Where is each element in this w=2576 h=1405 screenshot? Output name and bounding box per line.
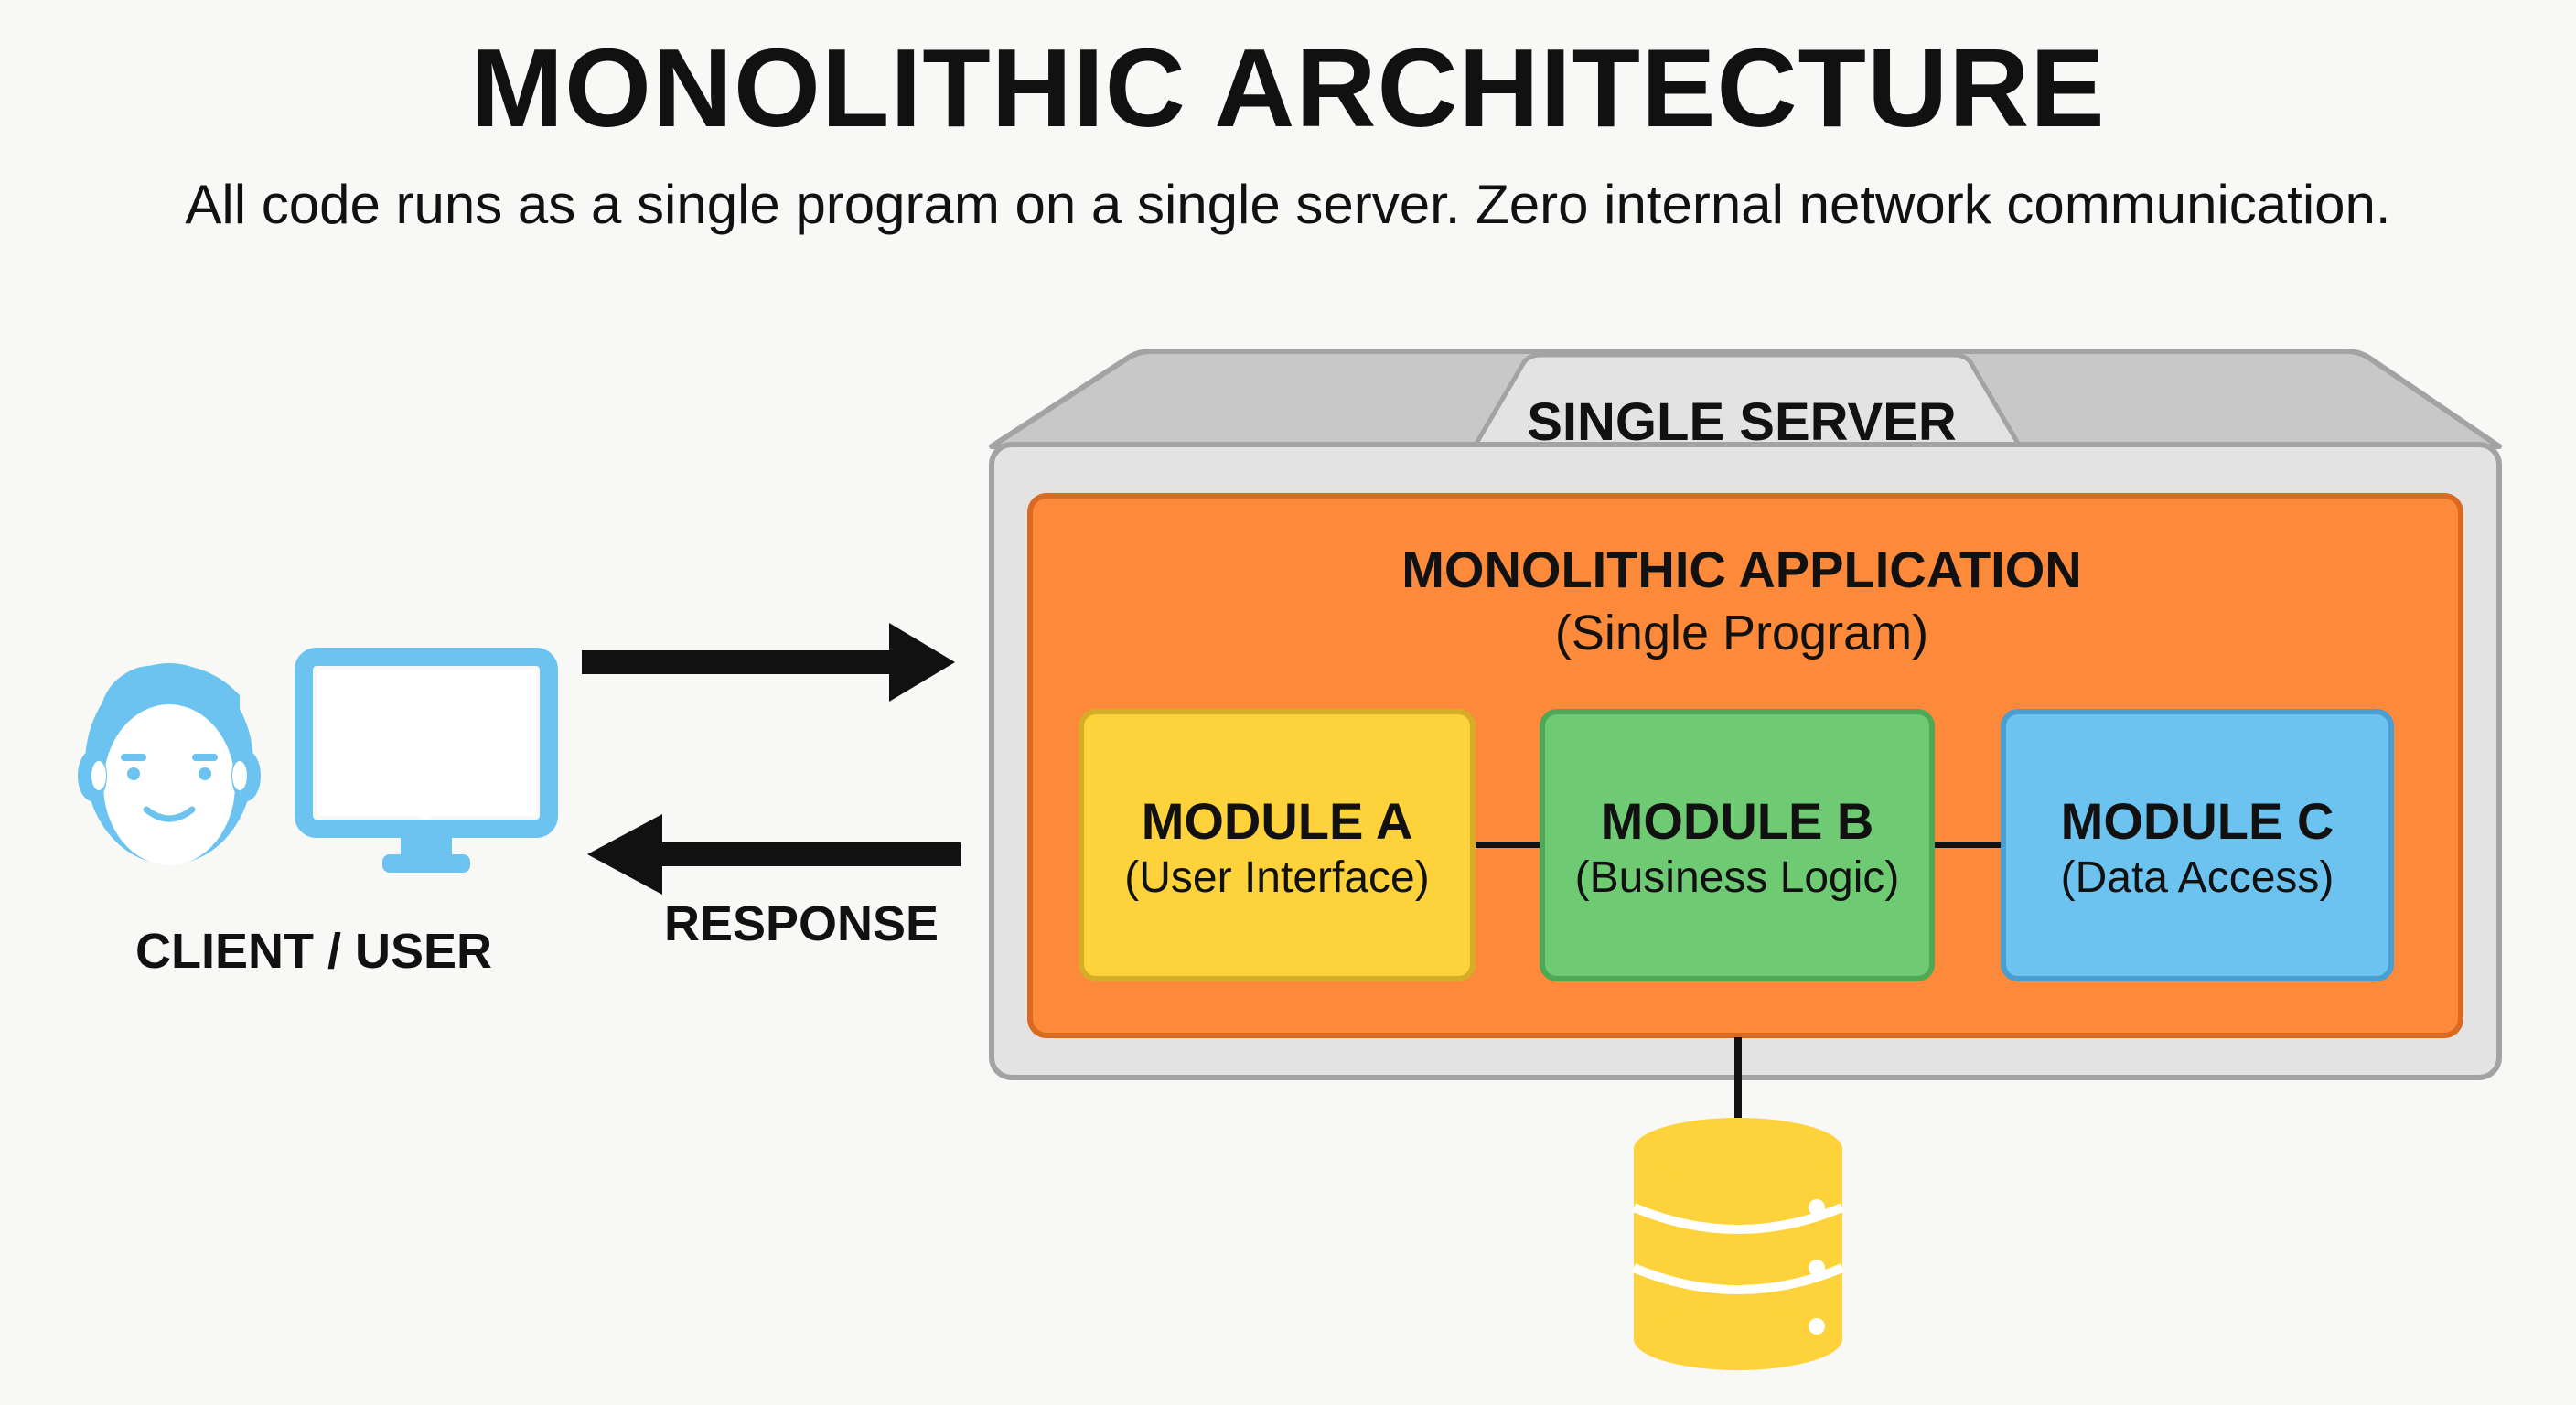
client-group: CLIENT / USER (78, 648, 558, 979)
user-face-icon (78, 663, 261, 865)
database-connector (1734, 1037, 1742, 1129)
database-icon (1632, 1118, 1844, 1370)
module-b-description: (Business Logic) (1575, 853, 1900, 902)
application-subtitle: (Single Program) (1555, 606, 1928, 660)
application-title: MONOLITHIC APPLICATION (1401, 541, 2082, 598)
request-arrow (582, 623, 955, 702)
module-b-name: MODULE B (1601, 792, 1874, 850)
connector-a-b (1473, 842, 1542, 848)
server-label: SINGLE SERVER (1527, 392, 1957, 452)
module-a: MODULE A (User Interface) (1079, 709, 1476, 981)
module-b: MODULE B (Business Logic) (1540, 709, 1935, 981)
page-title: MONOLITHIC ARCHITECTURE (470, 26, 2105, 150)
response-arrow (587, 814, 961, 895)
module-c-description: (Data Access) (2061, 853, 2334, 902)
page-subtitle: All code runs as a single program on a s… (185, 174, 2390, 235)
connector-b-c (1932, 842, 2003, 848)
monitor-icon (295, 648, 558, 873)
client-label: CLIENT / USER (135, 924, 492, 979)
module-c: MODULE C (Data Access) (2001, 709, 2394, 981)
response-label: RESPONSE (664, 896, 939, 951)
module-a-description: (User Interface) (1124, 853, 1429, 902)
module-c-name: MODULE C (2061, 792, 2334, 850)
module-a-name: MODULE A (1142, 792, 1413, 850)
